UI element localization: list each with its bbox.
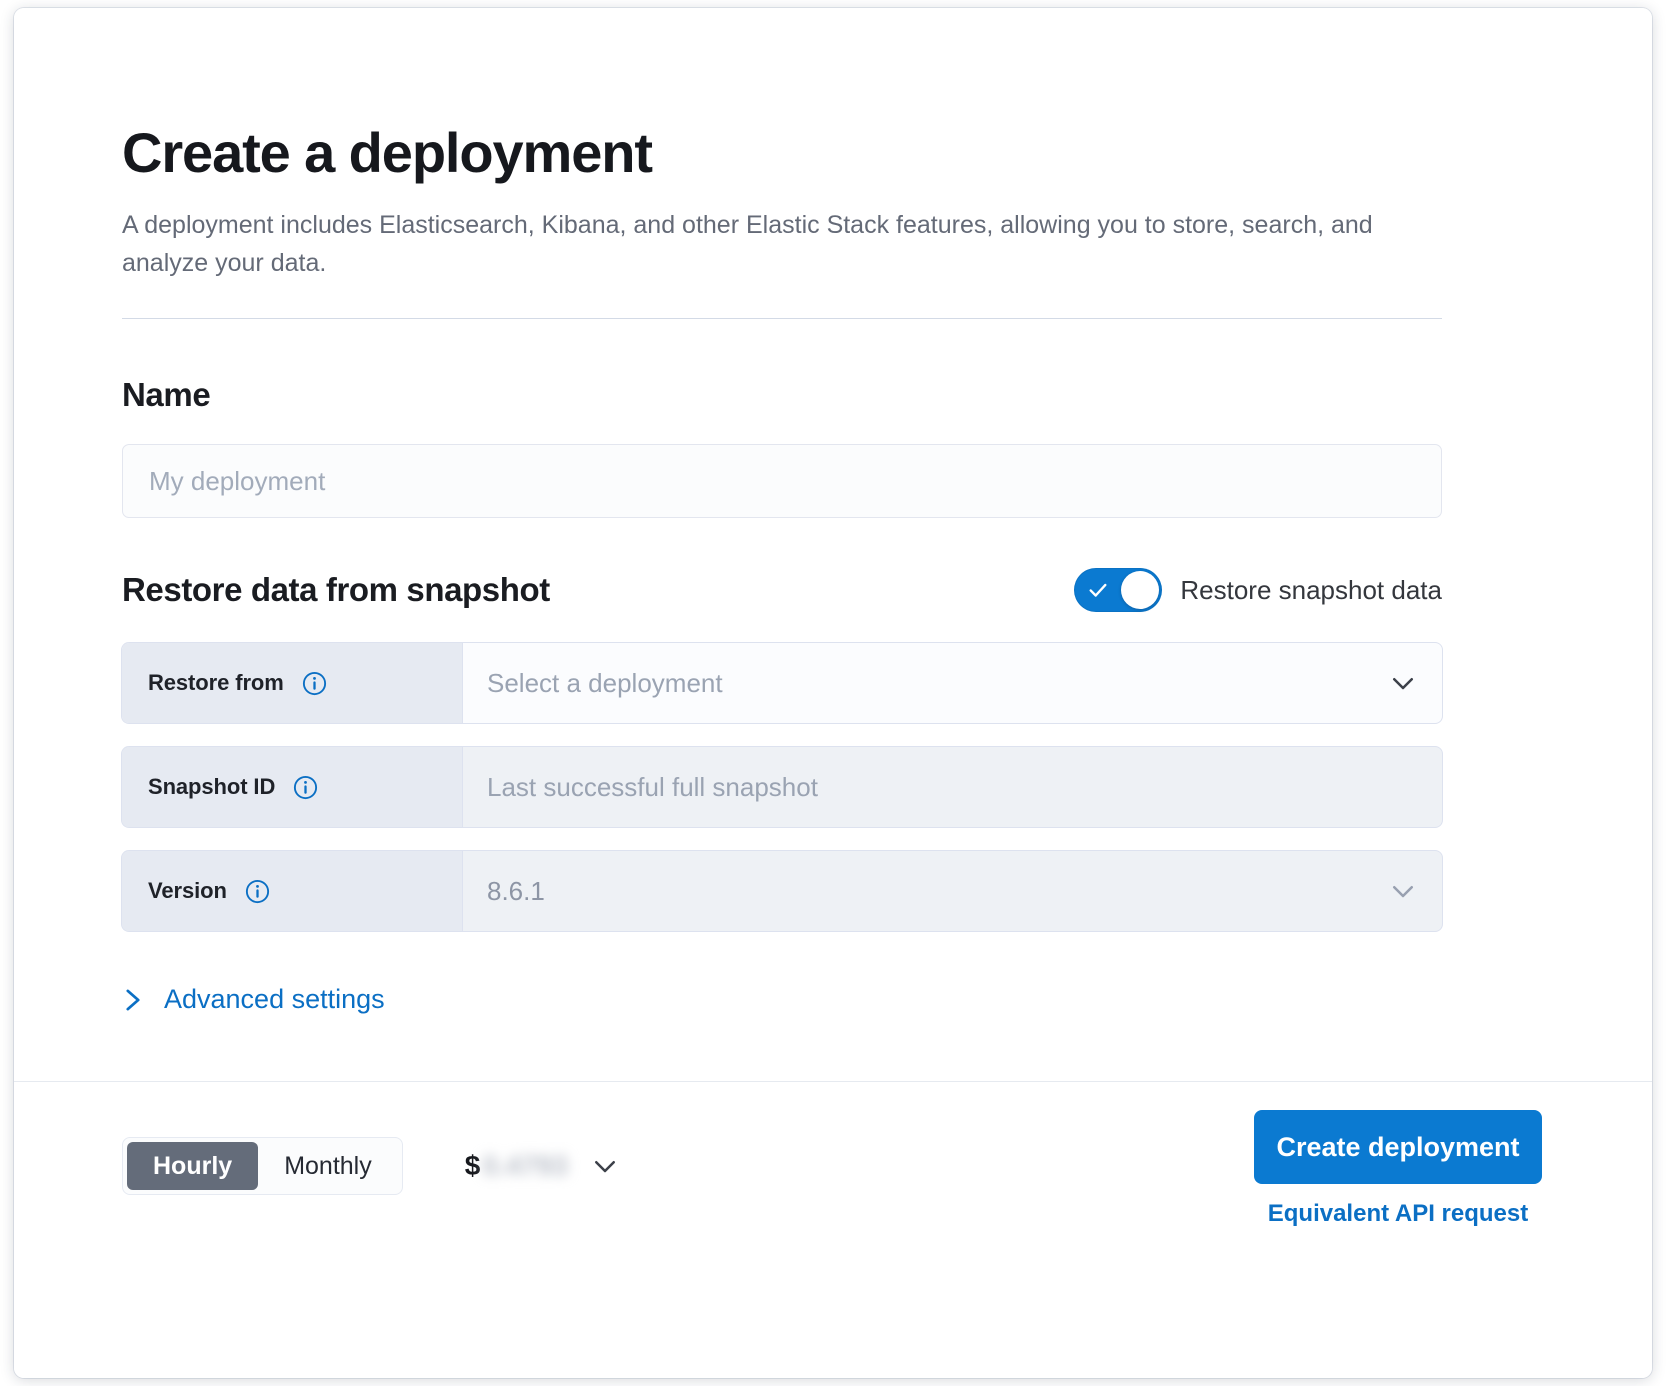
- restore-snapshot-switch[interactable]: [1074, 568, 1163, 612]
- version-value: 8.6.1: [487, 875, 545, 906]
- snapshot-id-label: Snapshot ID: [148, 774, 276, 799]
- chevron-down-icon: [1393, 886, 1413, 898]
- chevron-right-icon: [126, 989, 140, 1010]
- footer-bar: Hourly Monthly $ 0.4793 Create deploymen…: [14, 1081, 1652, 1378]
- footer-content: Hourly Monthly $ 0.4793 Create deploymen…: [122, 1082, 1542, 1378]
- form-content: Create a deployment A deployment include…: [122, 8, 1442, 1018]
- version-label: Version: [148, 878, 227, 903]
- snapshot-id-value: Last successful full snapshot: [487, 771, 818, 802]
- info-icon[interactable]: [245, 879, 270, 904]
- restore-from-label: Restore from: [148, 670, 284, 695]
- header-divider: [122, 318, 1442, 319]
- price-value: $ 0.4793: [465, 1150, 568, 1182]
- footer-actions: Create deployment Equivalent API request: [1254, 1110, 1542, 1228]
- restore-snapshot-toggle-label: Restore snapshot data: [1180, 574, 1442, 605]
- advanced-settings-toggle[interactable]: Advanced settings: [122, 984, 385, 1015]
- info-icon[interactable]: [293, 775, 318, 800]
- restore-from-value: Select a deployment: [487, 667, 723, 698]
- snapshot-id-row: Snapshot ID Last successful full snapsho…: [122, 747, 1442, 827]
- snapshot-id-value-area: Last successful full snapshot: [463, 747, 1442, 827]
- billing-period-monthly-button[interactable]: Monthly: [258, 1142, 398, 1190]
- version-row: Version 8.6.1: [122, 851, 1442, 931]
- check-icon: [1089, 583, 1107, 597]
- chevron-down-icon[interactable]: [1388, 668, 1418, 698]
- deployment-name-input[interactable]: [122, 444, 1442, 518]
- restore-snapshot-toggle-group[interactable]: Restore snapshot data: [1074, 568, 1442, 612]
- snapshot-id-label-group: Snapshot ID: [122, 747, 463, 827]
- restore-from-value-area[interactable]: Select a deployment: [463, 643, 1442, 723]
- version-label-group: Version: [122, 851, 463, 931]
- billing-period-hourly-button[interactable]: Hourly: [127, 1142, 259, 1190]
- chevron-down-icon[interactable]: [590, 1151, 620, 1181]
- restore-from-label-group: Restore from: [122, 643, 463, 723]
- advanced-settings-label: Advanced settings: [164, 984, 385, 1014]
- restore-from-row[interactable]: Restore from Select a deployment: [122, 643, 1442, 723]
- card-body: Create a deployment A deployment include…: [14, 8, 1652, 1081]
- price-display[interactable]: $ 0.4793: [465, 1150, 620, 1182]
- billing-group: Hourly Monthly $ 0.4793: [122, 1137, 620, 1195]
- name-section-heading: Name: [122, 376, 211, 413]
- create-deployment-card: Create a deployment A deployment include…: [14, 8, 1652, 1378]
- page-title: Create a deployment: [122, 121, 653, 184]
- price-amount: 0.4793: [482, 1150, 568, 1181]
- billing-period-segmented-control[interactable]: Hourly Monthly: [122, 1137, 403, 1195]
- restore-section-heading: Restore data from snapshot: [122, 571, 550, 608]
- restore-section-header: Restore data from snapshot Restore snaps…: [122, 568, 1442, 612]
- switch-knob: [1121, 571, 1160, 609]
- price-currency-symbol: $: [464, 1150, 481, 1181]
- page-subtitle: A deployment includes Elasticsearch, Kib…: [122, 211, 1373, 277]
- create-deployment-button[interactable]: Create deployment: [1254, 1110, 1542, 1184]
- equivalent-api-request-link[interactable]: Equivalent API request: [1267, 1200, 1529, 1227]
- version-value-area: 8.6.1: [463, 851, 1442, 931]
- info-icon[interactable]: [302, 671, 327, 696]
